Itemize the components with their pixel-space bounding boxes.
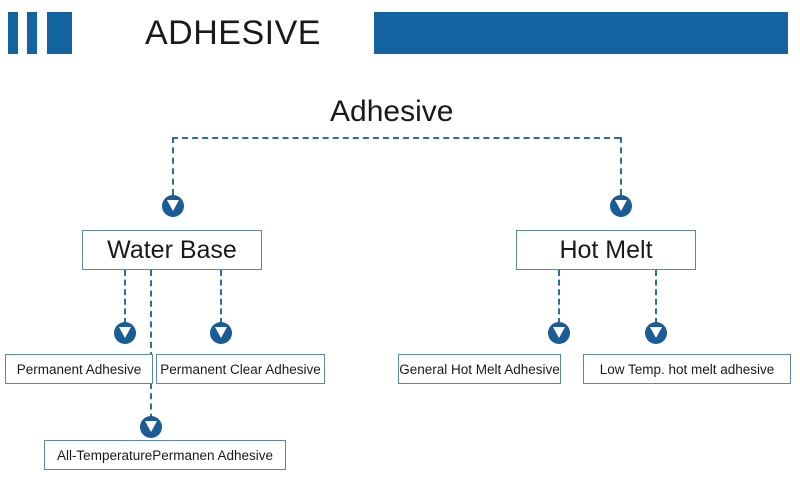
- connector-root-to-water-base: [172, 137, 174, 195]
- arrow-down-circle-icon-water-base: [162, 195, 184, 217]
- arrow-down-circle-icon-permanent-adhesive: [114, 322, 136, 344]
- node-permanent-adhesive[interactable]: Permanent Adhesive: [5, 354, 153, 384]
- node-water-base[interactable]: Water Base: [82, 230, 262, 270]
- connector-water-base-to-permanent-clear-adhesive: [220, 270, 222, 324]
- header-accent-bar-3: [47, 12, 72, 54]
- node-root-adhesive: Adhesive: [330, 95, 454, 128]
- connector-root-horizontal: [172, 137, 620, 139]
- arrow-down-circle-icon-general-hot-melt: [548, 322, 570, 344]
- connector-water-base-to-all-temperature: [150, 270, 152, 430]
- arrow-down-circle-icon-low-temp-hot-melt: [645, 322, 667, 344]
- node-all-temperature-permanent-adhesive[interactable]: All-TemperaturePermanen Adhesive: [44, 440, 286, 470]
- node-permanent-clear-adhesive[interactable]: Permanent Clear Adhesive: [156, 354, 325, 384]
- arrow-down-circle-icon-permanent-clear-adhesive: [210, 322, 232, 344]
- page-title: ADHESIVE: [145, 14, 321, 52]
- arrow-down-circle-icon-all-temperature: [140, 416, 162, 438]
- node-low-temp-hot-melt-adhesive[interactable]: Low Temp. hot melt adhesive: [583, 354, 791, 384]
- connector-hot-melt-to-general: [558, 270, 560, 324]
- node-general-hot-melt-adhesive[interactable]: General Hot Melt Adhesive: [398, 354, 561, 384]
- header-right-block: [374, 12, 788, 54]
- header-accent-bar-2: [27, 12, 37, 54]
- node-hot-melt[interactable]: Hot Melt: [516, 230, 696, 270]
- connector-hot-melt-to-low-temp: [655, 270, 657, 324]
- arrow-down-circle-icon-hot-melt: [610, 195, 632, 217]
- connector-water-base-to-permanent-adhesive: [124, 270, 126, 324]
- connector-root-to-hot-melt: [620, 137, 622, 195]
- header-accent-bar-1: [8, 12, 18, 54]
